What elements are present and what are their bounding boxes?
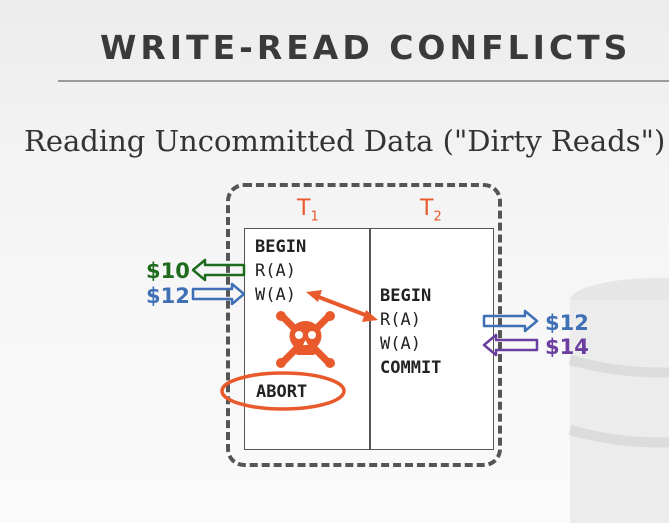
- t2-header: T2: [420, 196, 442, 225]
- column-divider: [369, 228, 371, 450]
- t2-op-begin: BEGIN: [380, 286, 432, 306]
- t1-header: T1: [297, 196, 319, 225]
- t1-op-read: R(A): [255, 261, 296, 281]
- slide-subtitle: Reading Uncommitted Data ("Dirty Reads"): [24, 124, 666, 158]
- slide-title: WRITE-READ CONFLICTS: [100, 28, 632, 67]
- t2-op-commit: COMMIT: [380, 358, 442, 378]
- abort-highlight-circle: [220, 371, 346, 411]
- conflict-arrow-icon: [306, 290, 378, 322]
- t2-read-arrow-icon: [482, 309, 539, 333]
- t1-write-value: $12: [146, 284, 190, 308]
- t1-write-arrow-icon: [191, 282, 246, 306]
- t1-op-abort: ABORT: [256, 382, 308, 402]
- t1-op-write: W(A): [255, 285, 296, 305]
- t2-op-read: R(A): [380, 310, 421, 330]
- t2-op-write: W(A): [380, 334, 421, 354]
- t1-read-value: $10: [146, 259, 190, 283]
- title-divider: [58, 80, 669, 82]
- skull-crossbones-icon: [276, 311, 335, 368]
- t2-write-arrow-icon: [482, 333, 539, 357]
- t1-read-arrow-icon: [191, 258, 246, 282]
- t2-write-value: $14: [545, 335, 589, 359]
- t1-op-begin: BEGIN: [255, 237, 307, 257]
- t2-read-value: $12: [545, 311, 589, 335]
